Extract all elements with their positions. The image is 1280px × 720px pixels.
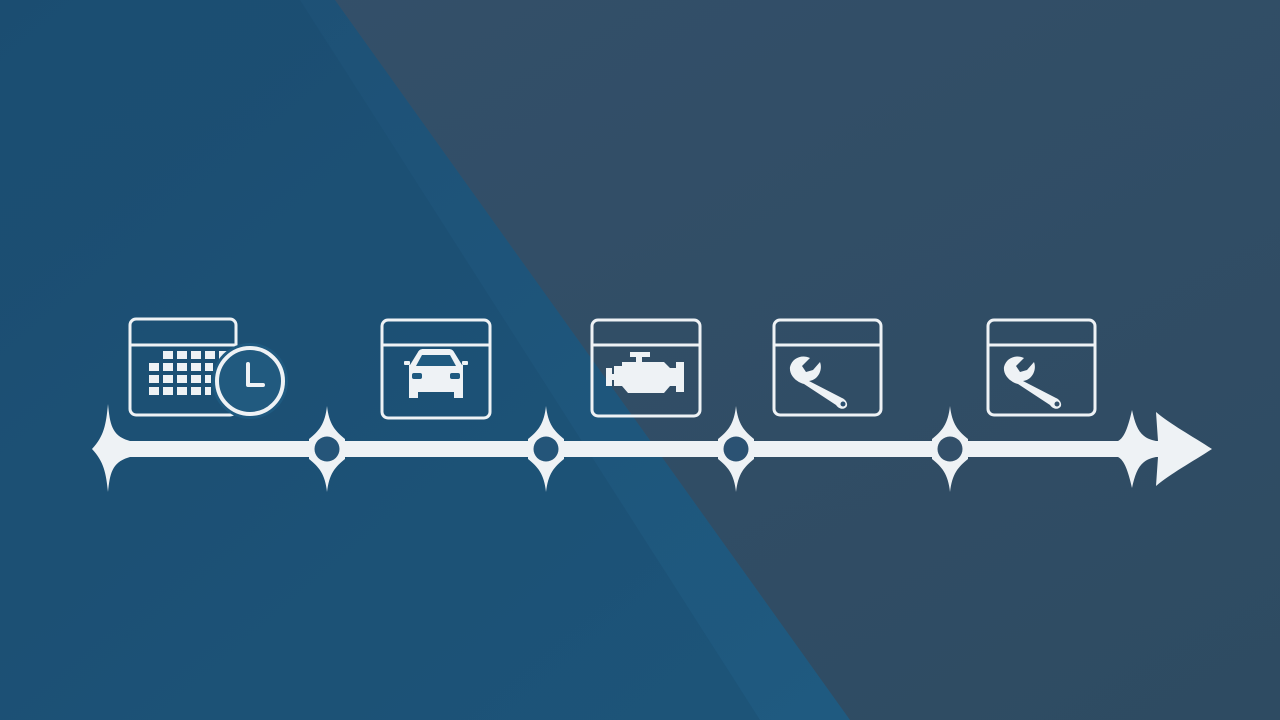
timeline-node-3 [718,406,754,492]
timeline-node-2 [528,406,564,492]
clock-icon [212,343,288,419]
car-icon [404,349,468,398]
wrench-icon [789,356,848,409]
stage-5-wrench-icon [986,318,1097,417]
wrench-icon [1003,356,1062,409]
stage-3-engine-icon [590,318,702,418]
engine-icon [606,352,684,393]
stage-2-car-icon [380,318,492,420]
calendar-grid-icon [149,351,227,395]
timeline-arrowhead [1118,410,1212,488]
background-shade [0,0,760,720]
stage-4-wrench-icon [772,318,883,417]
timeline-bar [92,404,1212,492]
timeline-start-cap [92,404,130,492]
timeline-node-1 [309,406,345,492]
stage-1-calendar-clock-icon [128,317,288,419]
timeline-node-4 [932,406,968,492]
